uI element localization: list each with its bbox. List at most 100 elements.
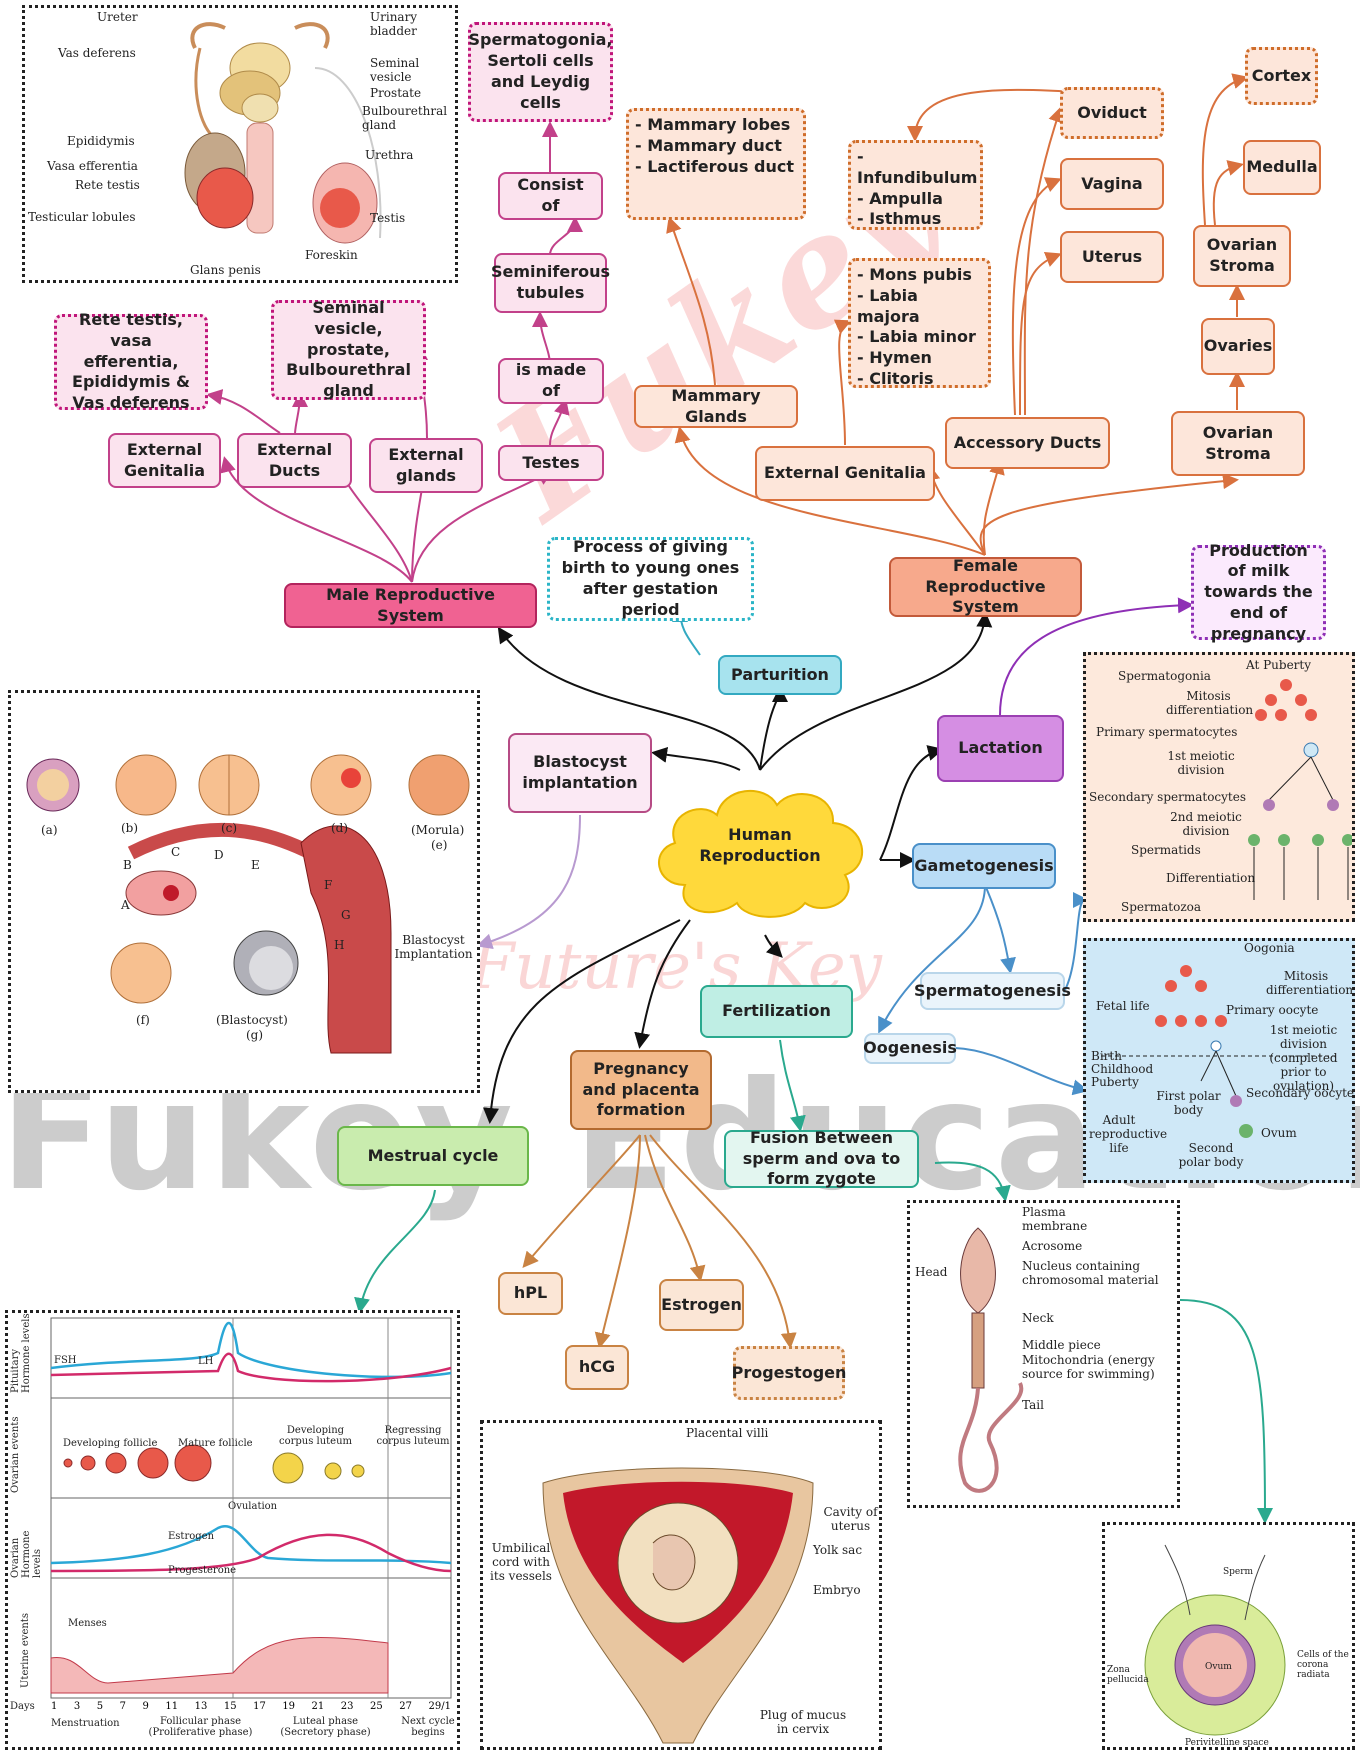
female-genitalia-parts-note: - Mons pubis - Labia majora - Labia mino…	[848, 258, 991, 388]
menstrual-cycle-node[interactable]: Mestrual cycle	[337, 1126, 529, 1186]
cycle-day-tick: 7	[119, 1701, 126, 1712]
mammary-glands-node[interactable]: Mammary Glands	[634, 385, 798, 428]
embryo-label-d: (d)	[331, 821, 349, 835]
placenta-illustration	[542, 1467, 814, 1744]
oviduct-part-2: - Ampulla	[857, 188, 943, 208]
sperm-label-first-meiotic: 1st meiotic division	[1167, 749, 1235, 777]
embryo-label-f: (f)	[136, 1013, 150, 1027]
mammary-part-3: - Lactiferous duct	[635, 156, 794, 176]
fert-label-ovum: Ovum	[1205, 1662, 1232, 1672]
cycle-label-progesterone: Progesterone	[168, 1565, 237, 1576]
cycle-label-menses: Menses	[68, 1618, 107, 1629]
cycle-label-regressing-cl: Regressing corpus luteum	[376, 1425, 450, 1447]
male-reproductive-system-node[interactable]: Male Reproductive System	[284, 583, 537, 628]
oogenesis-node[interactable]: Oogenesis	[863, 1033, 957, 1064]
placenta-label-plug: Plug of mucus in cervix	[759, 1708, 847, 1736]
hcg-node[interactable]: hCG	[565, 1345, 629, 1390]
oog-label-puberty: Puberty	[1091, 1075, 1139, 1089]
female-external-genitalia-node[interactable]: External Genitalia	[755, 446, 935, 501]
genitalia-part-2: - Labia majora	[857, 285, 920, 326]
oog-label-mitosis: Mitosis differentiation	[1266, 969, 1354, 997]
oog-label-primary-oocyte: Primary oocyte	[1226, 1003, 1319, 1017]
cycle-label-days: Days	[10, 1701, 35, 1712]
sperm-label-differentiation: Differentiation	[1166, 871, 1256, 885]
vagina-node[interactable]: Vagina	[1060, 158, 1164, 210]
embryo-label-a: (a)	[41, 823, 58, 837]
embryo-label-e: (e)	[431, 838, 448, 852]
gametogenesis-node[interactable]: Gametogenesis	[912, 843, 1056, 889]
mammary-part-1: - Mammary lobes	[635, 115, 791, 134]
sperm-label-second-meiotic: 2nd meiotic division	[1170, 810, 1242, 838]
placenta-label-villi: Placental villi	[686, 1426, 769, 1440]
fusion-node[interactable]: Fusion Between sperm and ova to form zyg…	[724, 1128, 919, 1188]
cycle-day-tick: 17	[253, 1701, 266, 1712]
label-vasa-efferentia: Vasa efferentia	[47, 159, 138, 173]
oviduct-node[interactable]: Oviduct	[1060, 87, 1164, 139]
sperm-label-spermatogonia: Spermatogonia	[1118, 669, 1211, 683]
cycle-label-lh: LH	[198, 1356, 214, 1367]
parturition-node[interactable]: Parturition	[718, 655, 842, 695]
seminiferous-node[interactable]: Seminiferous tubules	[491, 253, 610, 313]
fert-label-perivitelline: Perivitelline space	[1185, 1738, 1269, 1748]
genitalia-part-4: - Hymen	[857, 348, 932, 368]
ovarian-stroma-node[interactable]: Ovarian Stroma	[1171, 411, 1305, 476]
oog-label-oogonia: Oogonia	[1244, 941, 1295, 955]
hpl-node[interactable]: hPL	[498, 1272, 563, 1315]
cycle-label-developing-cl: Developing corpus luteum	[278, 1425, 353, 1447]
female-reproductive-system-node[interactable]: Female Reproductive System	[889, 556, 1082, 617]
cycle-day-tick: 1	[51, 1701, 58, 1712]
cycle-label-mature-follicle: Mature follicle	[178, 1438, 253, 1449]
embryo-label-B: B	[123, 858, 132, 872]
embryo-label-C: C	[171, 845, 181, 859]
label-vas-deferens: Vas deferens	[58, 46, 136, 60]
cortex-node[interactable]: Cortex	[1245, 47, 1318, 105]
blastocyst-implantation-node[interactable]: Blastocyst implantation	[508, 733, 652, 813]
label-epididymis: Epididymis	[67, 134, 135, 148]
progestogen-node[interactable]: Progestogen	[732, 1346, 846, 1400]
label-foreskin: Foreskin	[305, 248, 358, 262]
genitalia-part-3: - Labia minor	[857, 327, 976, 347]
label-testis: Testis	[370, 211, 406, 225]
cycle-label-uterine: Uterine events	[20, 1613, 31, 1688]
male-anatomy-panel: Ureter Urinary bladder Vas deferens Semi…	[22, 5, 458, 283]
cycle-label-ovarian-hormone: Ovarian Hormone levels	[10, 1530, 43, 1578]
embryo-label-A: A	[121, 898, 130, 912]
pregnancy-node[interactable]: Pregnancy and placenta formation	[570, 1050, 712, 1130]
medulla-node[interactable]: Medulla	[1243, 140, 1321, 195]
ovaries-node[interactable]: Ovaries	[1201, 318, 1275, 375]
is-made-of-node[interactable]: is made of	[498, 358, 604, 404]
oog-label-first-polar: First polar body	[1156, 1089, 1221, 1117]
oog-label-adult: Adult reproductive life	[1089, 1113, 1168, 1155]
spermatogenesis-node[interactable]: Spermatogenesis	[914, 972, 1071, 1010]
accessory-ducts-node[interactable]: Accessory Ducts	[945, 417, 1110, 469]
oogenesis-panel: Oogonia Mitosis differentiation Fetal li…	[1083, 938, 1355, 1183]
cycle-label-follicular: Follicular phase (Proliferative phase)	[148, 1716, 253, 1738]
oog-label-childhood: Childhood	[1091, 1062, 1154, 1076]
embryo-label-implantation: Blastocyst Implantation	[394, 933, 473, 961]
external-ducts-node[interactable]: External Ducts	[237, 433, 352, 488]
male-cells-note: Spermatogonia, Sertoli cells and Leydig …	[468, 22, 613, 122]
uterus-node[interactable]: Uterus	[1060, 231, 1164, 283]
external-glands-node[interactable]: External glands	[369, 438, 483, 493]
sperm-label-spermatozoa: Spermatozoa	[1121, 900, 1202, 914]
testes-node[interactable]: Testes	[498, 445, 604, 481]
ovarian-stroma-upper-node[interactable]: Ovarian Stroma	[1193, 225, 1291, 287]
consist-of-node[interactable]: Consist of	[498, 172, 603, 220]
fert-label-sperm: Sperm	[1223, 1567, 1254, 1577]
oviduct-part-1: - Infundibulum	[857, 147, 978, 187]
male-external-genitalia-node[interactable]: External Genitalia	[108, 433, 221, 488]
male-ducts-note: Rete testis, vasa efferentia, Epididymis…	[54, 310, 208, 412]
lactation-node[interactable]: Lactation	[937, 715, 1064, 782]
fertilization-node[interactable]: Fertilization	[700, 985, 853, 1038]
parturition-definition: Process of giving birth to young ones af…	[547, 537, 754, 621]
estrogen-node[interactable]: Estrogen	[659, 1279, 744, 1331]
center-topic[interactable]: Human Reproduction	[699, 825, 821, 865]
cycle-label-pituitary: Pituitary Hormone levels	[10, 1313, 32, 1393]
cycle-label-developing-follicle: Developing follicle	[63, 1438, 158, 1449]
lactation-definition: Production of milk towards the end of pr…	[1191, 541, 1326, 643]
placenta-label-yolk: Yolk sac	[813, 1543, 863, 1557]
cycle-label-ovulation: Ovulation	[228, 1501, 278, 1512]
cycle-day-tick: 25	[370, 1701, 383, 1712]
label-seminal-vesicle: Seminal vesicle	[370, 56, 420, 84]
